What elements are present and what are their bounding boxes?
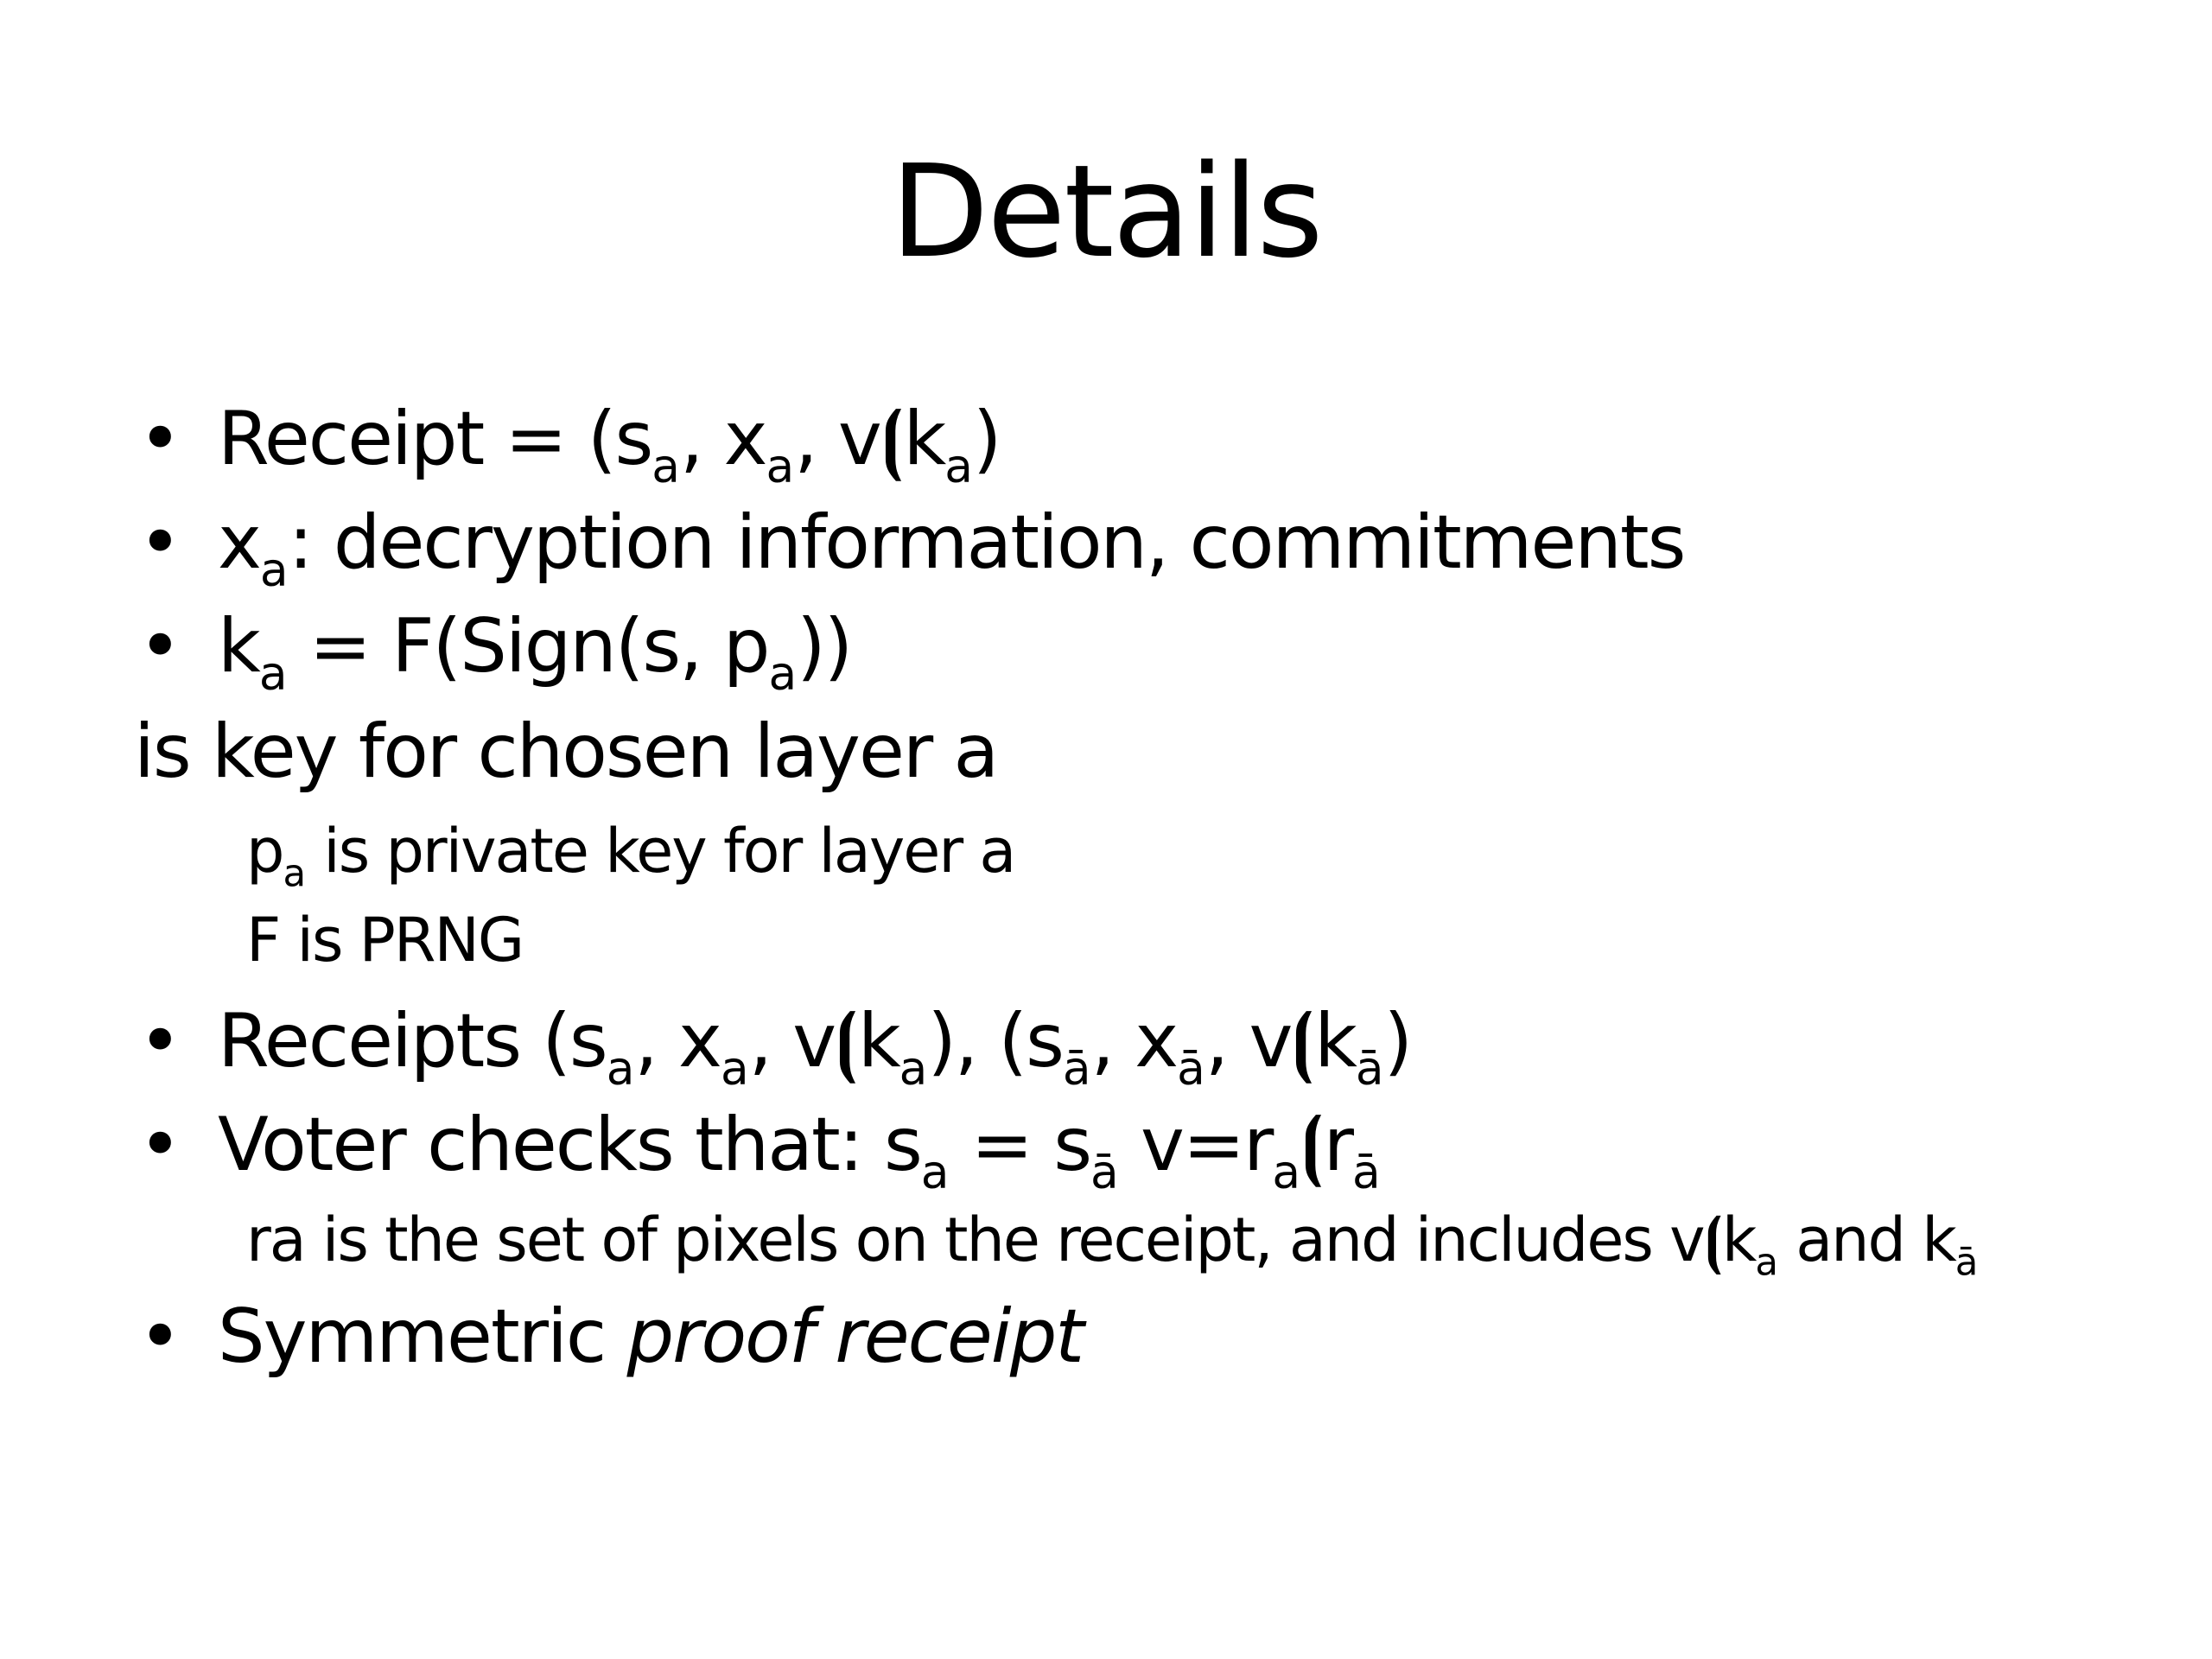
bullet-symmetric-proof: Symmetric proof receipt (218, 1294, 1084, 1380)
bullet-key-formula: ka = F(Sign(s, pa)) (218, 603, 853, 701)
bullet-marker: • (138, 998, 182, 1084)
proof-receipt-term: proof receipt (626, 1294, 1084, 1380)
key-continuation-text: is key for chosen layer a (134, 709, 999, 795)
bullet-marker: • (138, 499, 182, 586)
combine-operator-icon: ⦗ (836, 998, 857, 1084)
combine-operator-icon: ⦗ (1705, 1205, 1722, 1275)
bullet-marker: • (138, 1102, 182, 1188)
prng-note: F is PRNG (246, 905, 524, 976)
combine-operator-icon: ⦗ (1294, 998, 1313, 1084)
pixels-note: ra is the set of pixels on the receipt, … (246, 1201, 1978, 1281)
bullet-marker: • (138, 603, 182, 690)
bullet-receipt: Receipt = (sa, xa, v⦗ka) (218, 391, 1001, 489)
bullet-marker: • (138, 396, 182, 482)
bullet-receipts-pair: Receipts (sa, xa, v⦗ka), (sā, xā, v⦗kā) (218, 994, 1413, 1091)
slide-title: Details (890, 137, 1323, 286)
combine-operator-icon: ⦗ (1302, 1102, 1323, 1188)
private-key-note: pa is private key for layer a (246, 816, 1016, 896)
bullet-marker: • (138, 1294, 182, 1380)
combine-operator-icon: ⦗ (882, 396, 902, 482)
bullet-voter-checks: Voter checks that: sa = sā v=ra⦗rā (218, 1097, 1381, 1195)
bullet-decryption-info: xa: decryption information, commitments (218, 499, 1686, 597)
